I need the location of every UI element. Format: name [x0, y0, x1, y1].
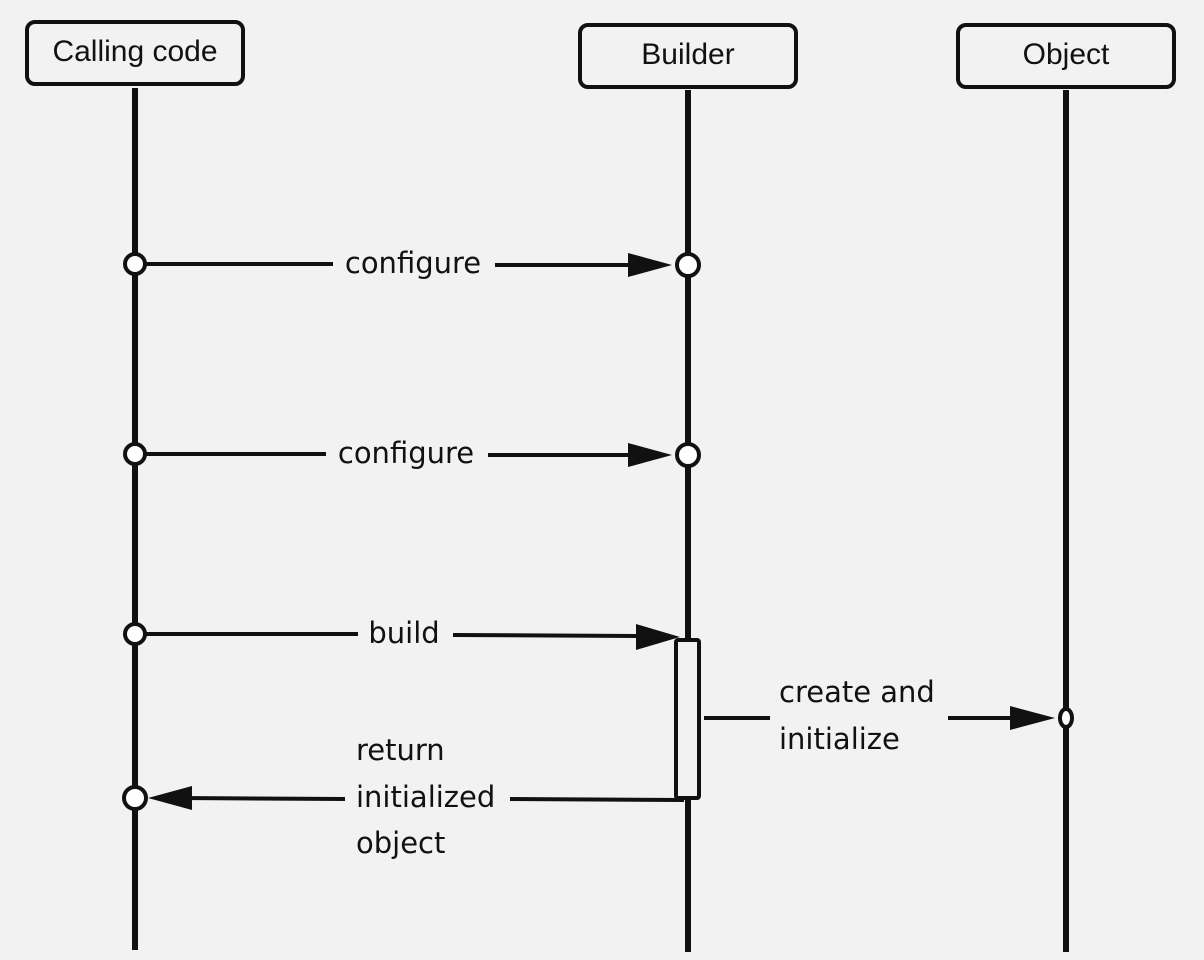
- arrowhead-create-and-initialize: [1010, 706, 1055, 730]
- participant-box-builder: [578, 23, 798, 89]
- endpoint-create-target: [1058, 707, 1074, 729]
- message-create-and-initialize: create and initialize: [704, 675, 1074, 756]
- endpoint-configure-2-source: [123, 442, 147, 466]
- message-label-create-line-2: initialize: [779, 722, 900, 756]
- arrowhead-build: [636, 624, 680, 650]
- message-label-configure-2: configure: [338, 436, 474, 470]
- arrowhead-return: [148, 786, 192, 810]
- message-label-create-line-1: create and: [779, 675, 935, 709]
- endpoint-build-source: [123, 622, 147, 646]
- participant-calling-code: Calling code: [25, 20, 245, 86]
- message-label-configure-1: configure: [345, 246, 481, 280]
- message-label-return-line-3: object: [356, 826, 445, 860]
- participant-object: Object: [956, 23, 1176, 89]
- message-line-return-right: [509, 797, 685, 802]
- participant-box-calling-code: [25, 20, 245, 86]
- message-configure-1: configure: [123, 246, 701, 280]
- participant-label-object: Object: [1023, 38, 1110, 71]
- arrowhead-configure-2: [628, 443, 672, 467]
- message-configure-2: configure: [123, 436, 701, 470]
- participant-box-object: [956, 23, 1176, 89]
- endpoint-configure-2-target: [675, 442, 701, 468]
- message-line-build-right: [452, 633, 646, 638]
- message-return-initialized-object: return initialized object: [122, 733, 685, 860]
- activation-bar-builder: [674, 638, 701, 800]
- message-build: build: [123, 616, 680, 650]
- endpoint-configure-1-target: [675, 252, 701, 278]
- message-label-return-line-1: return: [356, 733, 445, 767]
- participant-label-calling-code: Calling code: [52, 35, 217, 68]
- participant-builder: Builder: [578, 23, 798, 89]
- arrowhead-configure-1: [628, 253, 672, 277]
- message-label-return: return initialized object: [356, 733, 505, 860]
- message-label-return-line-2: initialized: [356, 780, 495, 814]
- endpoint-configure-1-source: [123, 252, 147, 276]
- message-line-return-left: [179, 796, 346, 801]
- message-label-create-and-initialize: create and initialize: [779, 675, 944, 756]
- endpoint-return-target: [122, 785, 148, 811]
- participant-label-builder: Builder: [641, 38, 734, 71]
- message-label-build: build: [368, 616, 439, 650]
